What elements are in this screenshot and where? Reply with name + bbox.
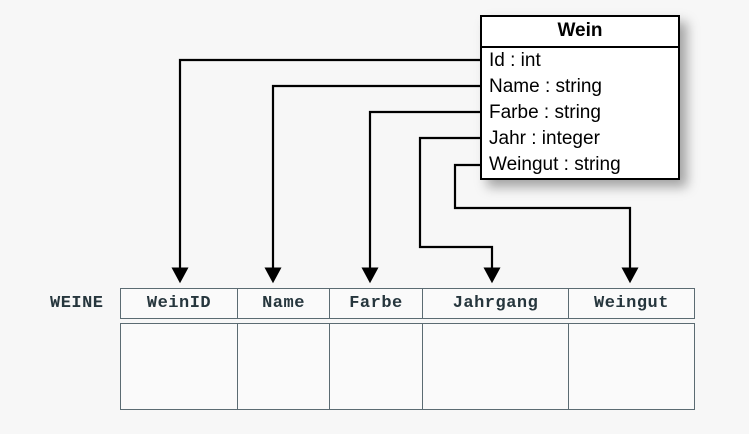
column-header-weinid[interactable]: WeinID (121, 289, 238, 318)
table-header-row: WeinID Name Farbe Jahrgang Weingut (120, 288, 695, 319)
column-header-label: Jahrgang (452, 294, 539, 313)
uml-attribute-list: Id : int Name : string Farbe : string Ja… (482, 48, 678, 178)
connector-farbe-to-farbe (361, 110, 480, 284)
connector-id-to-weinid (171, 58, 480, 284)
column-header-label: WeinID (146, 294, 212, 313)
connector-weingut-to-weingut (453, 163, 639, 284)
table-cell-jahrgang[interactable] (423, 324, 569, 409)
relation-name-label: WEINE (50, 294, 104, 313)
uml-class-name: Wein (482, 17, 678, 48)
table-cell-weinid[interactable] (121, 324, 238, 409)
connector-name-to-name (264, 84, 480, 284)
table-cell-weingut[interactable] (569, 324, 694, 409)
column-header-label: Name (262, 294, 305, 313)
table-cell-name[interactable] (238, 324, 330, 409)
column-header-farbe[interactable]: Farbe (330, 289, 423, 318)
column-header-label: Weingut (594, 294, 669, 313)
column-header-jahrgang[interactable]: Jahrgang (423, 289, 569, 318)
uml-class-box[interactable]: Wein Id : int Name : string Farbe : stri… (480, 15, 680, 180)
uml-attribute-name: Name : string (489, 76, 602, 97)
uml-attribute-id: Id : int (489, 50, 541, 71)
column-header-weingut[interactable]: Weingut (569, 289, 694, 318)
uml-attribute-weingut: Weingut : string (489, 154, 621, 175)
uml-attribute-jahr: Jahr : integer (489, 128, 600, 149)
column-header-label: Farbe (349, 294, 403, 313)
table-row (120, 323, 695, 410)
column-header-name[interactable]: Name (238, 289, 330, 318)
table-cell-farbe[interactable] (330, 324, 423, 409)
uml-attribute-farbe: Farbe : string (489, 102, 601, 123)
relation-table[interactable]: WeinID Name Farbe Jahrgang Weingut (120, 288, 695, 410)
